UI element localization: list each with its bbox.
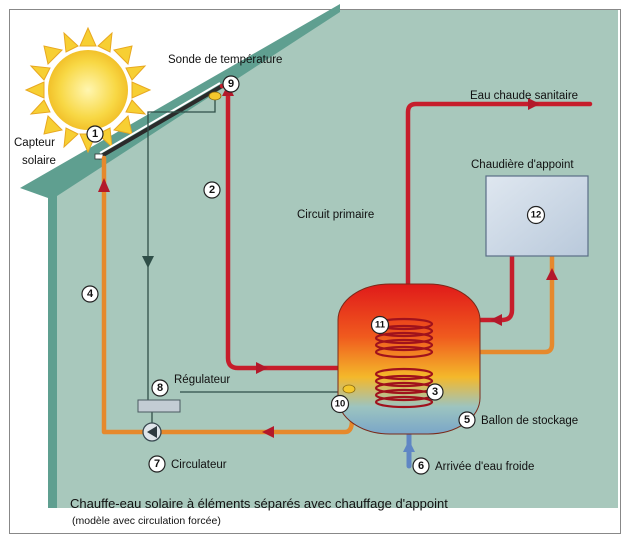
sensor-collector <box>208 91 222 101</box>
solar-collector <box>94 82 224 160</box>
arrow-right-flow <box>256 362 268 374</box>
arrow-boiler-supply <box>490 314 502 326</box>
labels: Capteur solaire Sonde de température Eau… <box>14 54 578 473</box>
marker-11: 11 <box>370 315 390 335</box>
arrow-left-return <box>262 426 274 438</box>
arrow-cold-up <box>403 440 415 452</box>
svg-text:8: 8 <box>157 382 163 394</box>
pipe-boiler-return <box>377 252 555 355</box>
caption-title: Chauffe-eau solaire à éléments séparés a… <box>70 496 448 511</box>
pipe-flow <box>219 83 383 371</box>
roof-edge <box>20 4 340 508</box>
sun-icon <box>24 26 152 154</box>
storage-tank <box>337 283 481 435</box>
regulator-box <box>137 399 181 413</box>
label-arrivee: Arrivée d'eau froide <box>435 461 534 473</box>
svg-text:5: 5 <box>464 414 470 426</box>
label-capteur-1: Capteur <box>14 137 55 149</box>
svg-text:11: 11 <box>375 320 386 331</box>
arrow-boiler-return <box>546 268 558 280</box>
marker-3: 3 <box>426 383 444 401</box>
number-markers: 1 2 3 4 5 6 7 8 9 10 11 12 <box>81 75 546 475</box>
circulator-pump <box>142 422 162 442</box>
label-circulateur: Circulateur <box>171 459 227 471</box>
caption-subtitle: (modèle avec circulation forcée) <box>72 515 221 527</box>
marker-4: 4 <box>81 285 99 303</box>
arrow-hot-water <box>528 98 540 110</box>
svg-text:1: 1 <box>92 128 98 140</box>
label-sonde: Sonde de température <box>168 54 282 66</box>
pipe-hot-water <box>405 101 593 288</box>
svg-text:10: 10 <box>335 399 346 410</box>
pipe-boiler-supply <box>377 252 515 323</box>
svg-text:9: 9 <box>228 78 234 90</box>
arrow-wire-down <box>142 256 154 268</box>
marker-2: 2 <box>203 181 221 199</box>
label-chaudiere: Chaudière d'appoint <box>471 159 574 171</box>
marker-9: 9 <box>222 75 240 93</box>
svg-text:12: 12 <box>531 210 542 221</box>
marker-6: 6 <box>412 457 430 475</box>
svg-text:3: 3 <box>432 386 438 398</box>
marker-12: 12 <box>526 205 546 225</box>
label-circuit-primaire: Circuit primaire <box>297 209 374 221</box>
marker-5: 5 <box>458 411 476 429</box>
flow-arrows <box>98 84 558 452</box>
arrow-up-left <box>98 178 110 192</box>
label-regulateur: Régulateur <box>174 374 230 386</box>
label-capteur-2: solaire <box>22 155 56 167</box>
svg-text:6: 6 <box>418 460 424 472</box>
marker-1: 1 <box>86 125 104 143</box>
label-eau-chaude: Eau chaude sanitaire <box>470 90 578 102</box>
sensor-tank <box>342 384 356 394</box>
marker-8: 8 <box>151 379 169 397</box>
marker-10: 10 <box>330 394 350 414</box>
svg-text:2: 2 <box>209 184 215 196</box>
svg-text:4: 4 <box>87 288 94 300</box>
caption: Chauffe-eau solaire à éléments séparés a… <box>70 496 448 527</box>
marker-7: 7 <box>148 455 166 473</box>
svg-text:7: 7 <box>154 458 160 470</box>
label-ballon: Ballon de stockage <box>481 415 578 427</box>
